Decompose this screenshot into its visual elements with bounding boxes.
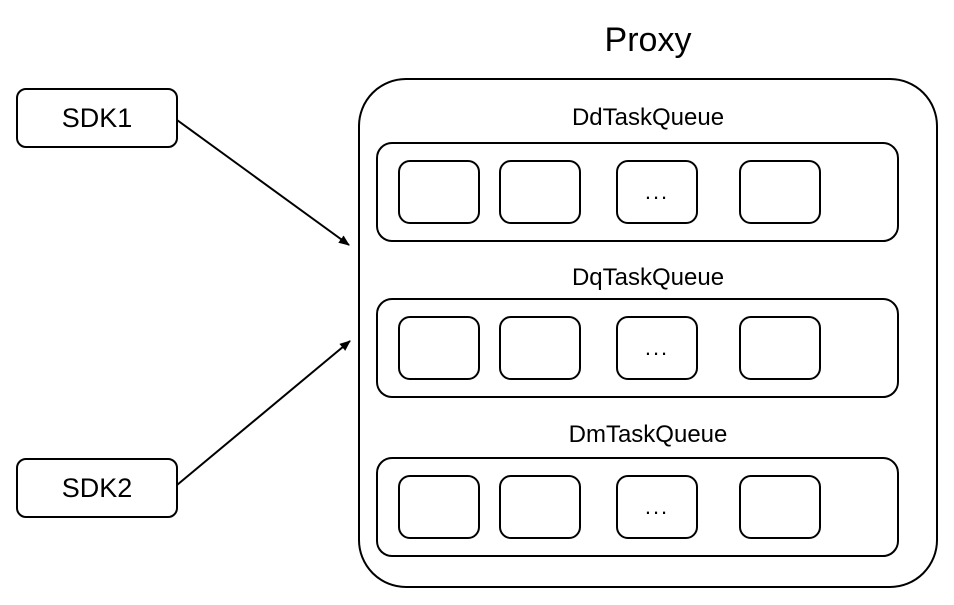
task-slot	[739, 316, 821, 380]
proxy-title: Proxy	[604, 21, 692, 59]
task-slot	[499, 475, 581, 539]
queue-ddtaskqueue: ...	[376, 142, 899, 242]
sdk2-node: SDK2	[16, 458, 178, 518]
arrow-sdk1-to-proxy	[176, 119, 350, 246]
task-slot	[398, 160, 480, 224]
queue-dmtaskqueue: ...	[376, 457, 899, 557]
sdk2-label: SDK2	[61, 472, 133, 503]
task-slot	[739, 160, 821, 224]
arrow-sdk2-to-proxy	[176, 340, 351, 486]
queue-label-dqtaskqueue: DqTaskQueue	[571, 264, 725, 291]
sdk1-label: SDK1	[61, 102, 133, 133]
queue-label-ddtaskqueue: DdTaskQueue	[571, 104, 725, 131]
queue-dqtaskqueue: ...	[376, 298, 899, 398]
task-slot-ellipsis: ...	[616, 475, 698, 539]
queue-label-dmtaskqueue: DmTaskQueue	[568, 421, 728, 448]
task-slot-ellipsis: ...	[616, 316, 698, 380]
task-slot	[499, 316, 581, 380]
task-slot	[398, 316, 480, 380]
task-slot	[499, 160, 581, 224]
task-slot	[739, 475, 821, 539]
proxy-container: DdTaskQueue ... DqTaskQueue ... DmTaskQu…	[358, 78, 938, 588]
task-slot-ellipsis: ...	[616, 160, 698, 224]
sdk1-node: SDK1	[16, 88, 178, 148]
task-slot	[398, 475, 480, 539]
